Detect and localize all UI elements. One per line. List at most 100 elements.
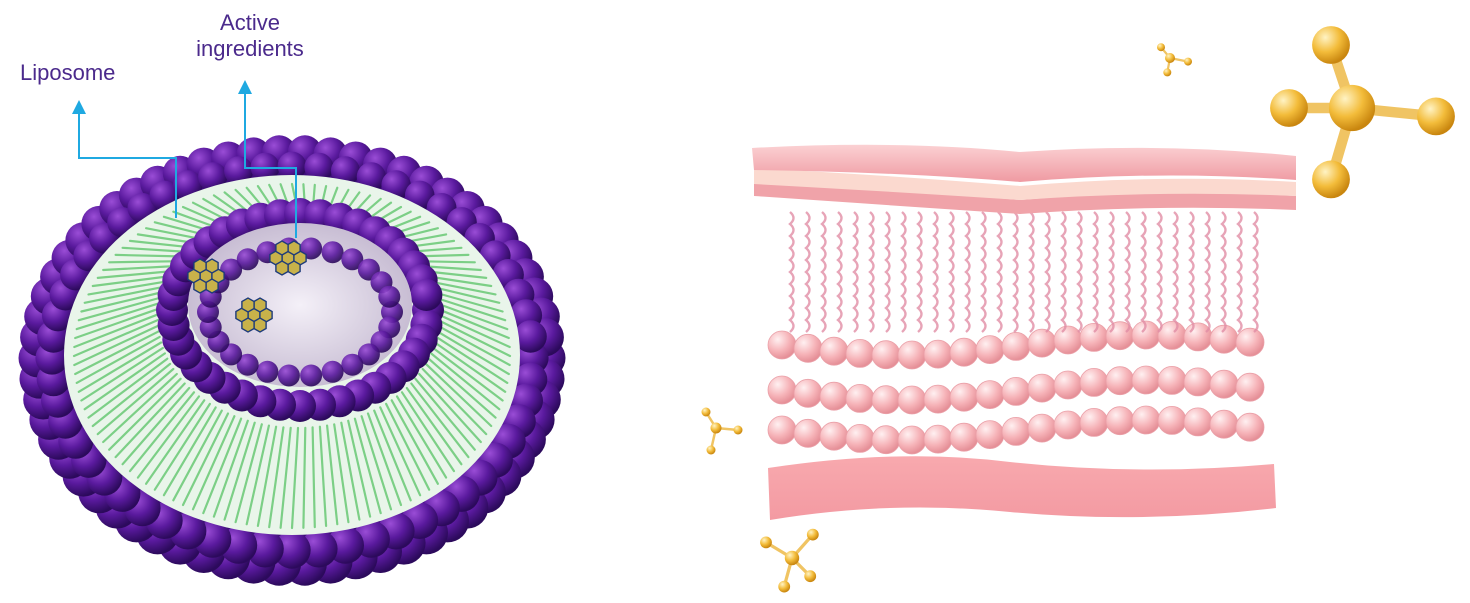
lipid-sphere xyxy=(976,381,1004,409)
lipid-sphere xyxy=(1132,366,1160,394)
lipid-sphere xyxy=(924,425,952,453)
active-ingredient-hexagon xyxy=(242,318,254,332)
molecule-atom xyxy=(707,446,716,455)
lipid-sphere xyxy=(820,337,848,365)
lipid-tail xyxy=(1046,212,1050,332)
lipid-sphere-rows xyxy=(768,321,1264,454)
lipid-sphere xyxy=(1080,368,1108,396)
lipid-sphere xyxy=(1002,332,1030,360)
active-ingredient-hexagon xyxy=(288,261,300,275)
molecule-atom xyxy=(1312,26,1350,64)
lipid-sphere xyxy=(898,386,926,414)
molecule-icon xyxy=(702,408,743,455)
lipid-tail xyxy=(806,212,810,332)
core-head xyxy=(256,361,278,383)
lipid-tail xyxy=(1222,212,1226,332)
lipid-tail xyxy=(870,212,874,332)
molecule-atom xyxy=(1184,58,1192,66)
lipid-sphere xyxy=(1002,417,1030,445)
molecule-atom xyxy=(1329,85,1375,131)
active-ingredient-hexagon xyxy=(288,241,300,255)
molecule-atom xyxy=(1312,161,1350,199)
molecule-atom xyxy=(1163,68,1171,76)
lipid-sphere xyxy=(768,331,796,359)
lipid-sphere xyxy=(924,340,952,368)
lipid-sphere xyxy=(1028,374,1056,402)
lipid-tail xyxy=(109,261,180,262)
molecule-atom xyxy=(1417,98,1455,136)
molecule-atom xyxy=(760,537,772,549)
molecule-atom xyxy=(1270,89,1308,127)
core-head xyxy=(378,286,400,308)
active-ingredients-label: Active ingredients xyxy=(190,10,310,62)
lipid-sphere xyxy=(1236,413,1264,441)
molecule-icon xyxy=(760,529,819,593)
core-head xyxy=(300,365,322,387)
lipid-sphere xyxy=(950,383,978,411)
lipid-sphere xyxy=(820,422,848,450)
lipid-sphere xyxy=(1158,366,1186,394)
lipid-sphere xyxy=(950,423,978,451)
lipid-sphere xyxy=(1184,323,1212,351)
molecule-atom xyxy=(702,408,711,417)
lipid-tail xyxy=(886,212,890,332)
lipid-tail xyxy=(1254,212,1258,332)
lipid-sphere xyxy=(872,386,900,414)
lipid-sphere xyxy=(872,426,900,454)
skin-base-layer xyxy=(768,456,1276,520)
lipid-sphere xyxy=(898,341,926,369)
lipid-tail xyxy=(1126,212,1130,332)
lipid-sphere xyxy=(898,426,926,454)
active-ingredient-hexagon xyxy=(194,259,206,273)
lipid-sphere xyxy=(1080,408,1108,436)
lipid-sphere xyxy=(1236,373,1264,401)
active-ingredient-hexagon xyxy=(254,298,266,312)
active-ingredient-hexagon xyxy=(242,298,254,312)
lipid-sphere xyxy=(1236,328,1264,356)
lipid-tail xyxy=(838,212,842,332)
molecule-icon xyxy=(1270,26,1455,198)
lipid-sphere xyxy=(846,384,874,412)
core-head xyxy=(322,241,344,263)
lipid-tail xyxy=(1142,212,1146,332)
lipid-sphere xyxy=(1132,406,1160,434)
molecule-atom xyxy=(711,423,722,434)
lipid-tail xyxy=(1014,212,1018,332)
lipid-tail xyxy=(1206,212,1210,332)
lipid-sphere xyxy=(1080,323,1108,351)
lipid-sphere xyxy=(794,334,822,362)
lipid-sphere xyxy=(976,336,1004,364)
molecule-atom xyxy=(778,581,790,593)
core-head xyxy=(341,354,363,376)
lipid-tail xyxy=(966,212,970,332)
lipid-sphere xyxy=(1054,326,1082,354)
lipid-tail xyxy=(902,212,906,332)
active-ingredient-hexagon xyxy=(276,261,288,275)
lipid-sphere xyxy=(1184,368,1212,396)
lipid-sphere xyxy=(846,424,874,452)
lipid-sphere xyxy=(924,385,952,413)
active-ingredient-hexagon xyxy=(194,279,206,293)
lipid-sphere xyxy=(846,339,874,367)
active-ingredient-hexagon xyxy=(254,318,266,332)
lipid-tail xyxy=(854,212,858,332)
lipid-sphere xyxy=(1210,410,1238,438)
core-head xyxy=(278,365,300,387)
lipid-wavy-tails xyxy=(790,212,1258,332)
lipid-sphere xyxy=(1106,407,1134,435)
lipid-sphere xyxy=(1158,406,1186,434)
lipid-tail xyxy=(1062,212,1066,332)
lipid-sphere xyxy=(1054,371,1082,399)
lipid-sphere xyxy=(1028,414,1056,442)
lipid-tail xyxy=(1030,212,1034,332)
active-ingredient-hexagon xyxy=(206,259,218,273)
lipid-tail xyxy=(1078,212,1082,332)
active-ingredients-label-line1: Active xyxy=(190,10,310,36)
liposome-illustration xyxy=(19,135,566,585)
lipid-sphere xyxy=(976,421,1004,449)
lipid-sphere xyxy=(794,419,822,447)
molecule-atom xyxy=(1165,53,1175,63)
molecule-atom xyxy=(807,529,819,541)
molecule-atom xyxy=(804,570,816,582)
